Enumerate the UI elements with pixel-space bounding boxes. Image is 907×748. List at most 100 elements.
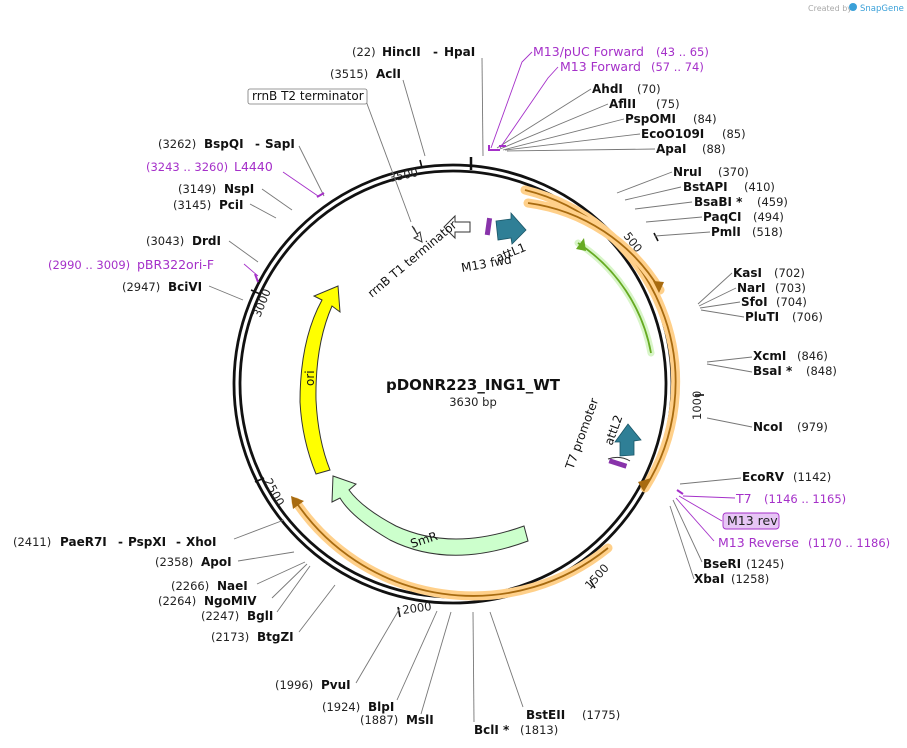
plasmid-name: pDONR223_ING1_WT [386,376,561,394]
site-naei[interactable]: NaeI [217,579,248,593]
orf-arc-2-arrowhead [653,281,664,293]
primer-range-t7: (1146 .. 1165) [764,492,846,506]
plasmid-length: 3630 bp [449,395,497,409]
site-labels-bottom: BstEII (1775) BclI * (1813) (1887) MslI … [275,678,620,737]
site-xcmi[interactable]: XcmI [753,349,786,363]
primer-m13-forward[interactable]: M13 Forward [560,59,641,74]
site-paqci[interactable]: PaqCI [703,210,741,224]
primer-range-m13-puc-forward: (43 .. 65) [656,45,709,59]
site-nari[interactable]: NarI [737,281,766,295]
site-paer7i[interactable]: PaeR7I [60,535,107,549]
primer-m13-rev-box[interactable] [722,512,780,530]
site-pos-psppomi: (84) [693,112,717,126]
primer-t7[interactable]: T7 [735,491,752,506]
site-msli[interactable]: MslI [406,713,434,727]
site-pos-ahdi: (70) [637,82,661,96]
site-bsai[interactable]: BsaI * [753,364,793,378]
tick-label-3500: 3500 [388,165,420,185]
site-pvui[interactable]: PvuI [321,678,351,692]
site-hincii[interactable]: HincII [382,45,421,59]
site-sfoi[interactable]: SfoI [741,295,768,309]
primer-leader-lines [243,51,736,542]
site-pos-bsabi: (459) [757,195,788,209]
site-kasi[interactable]: KasI [733,266,762,280]
rrnb-t1-label: rrnB T1 terminator [365,218,460,301]
primer-range-l4440: (3243 .. 3260) [146,160,228,174]
site-pos-ecorv: (1142) [793,470,831,484]
inner-orf-arc [577,242,652,354]
site-separator: - [433,45,438,59]
rrnb-t1-terminator-feature [443,214,471,240]
primer-pbr322ori-f[interactable]: pBR322ori-F [137,257,214,272]
site-btgzi[interactable]: BtgZI [257,630,294,644]
site-pos-xbai: (1258) [731,572,769,586]
site-bspqi[interactable]: BspQI [204,137,244,151]
site-apai[interactable]: ApaI [656,142,686,156]
site-ncoi[interactable]: NcoI [753,420,783,434]
tick-label-2500: 2500 [261,476,287,508]
site-pos-ncoi: (979) [797,420,828,434]
site-bcivi[interactable]: BciVI [168,280,202,294]
orf-arc-3-arrowhead [291,496,304,509]
site-ahdi[interactable]: AhdI [592,82,623,96]
site-hpai[interactable]: HpaI [444,45,475,59]
m13-rev-feature [608,458,628,469]
site-pmli[interactable]: PmlI [711,225,741,239]
site-labels-left: (2173) BtgZI (2247) BglI (2264) NgoMIV (… [13,137,295,644]
tick-marks [250,159,704,618]
m13-fwd-label: M13 fwd [460,252,513,275]
site-bgli[interactable]: BglI [247,609,273,623]
site-bseri[interactable]: BseRI [703,557,741,571]
primer-m13-reverse[interactable]: M13 Reverse [718,535,799,550]
site-pos-msli: (1887) [360,713,398,727]
primer-m13-rev: M13 rev [727,513,778,528]
site-pos-xcmi: (846) [797,349,828,363]
snapgene-logo-icon [849,3,857,11]
site-xbai[interactable]: XbaI [694,572,724,586]
site-acli[interactable]: AclI [376,67,401,81]
site-nspi[interactable]: NspI [224,182,254,196]
site-pcii[interactable]: PciI [219,198,244,212]
site-labels-top: (22) HincII - HpaI (3515) AclI rrnB T2 t… [247,45,475,105]
site-sapi[interactable]: SapI [265,137,295,151]
primer-l4440[interactable]: L4440 [234,159,273,174]
orf-arc-2 [527,202,661,291]
rrnb-t2-terminator-feature [411,225,423,243]
site-pos-bgli: (2247) [201,609,239,623]
site-pos-btgzi: (2173) [211,630,249,644]
site-drdi[interactable]: DrdI [192,234,221,248]
attl2-feature [614,423,642,457]
site-ecorv[interactable]: EcoRV [742,470,785,484]
site-ngomiv[interactable]: NgoMIV [204,594,257,608]
site-pos-apai: (88) [702,142,726,156]
inner-orf-arrowhead [576,238,586,251]
site-blpi[interactable]: BlpI [368,700,394,714]
orf-arc-1-arrowhead [638,478,651,492]
site-apoi[interactable]: ApoI [201,555,232,569]
site-pos-bsai: (848) [806,364,837,378]
site-pos-ecoo109i: (85) [722,127,746,141]
site-pos-pcii: (3145) [173,198,211,212]
site-pos-aflii: (75) [656,97,680,111]
site-aflii[interactable]: AflII [609,97,636,111]
site-bsteii[interactable]: BstEII [526,708,565,722]
site-leader-lines [208,57,753,723]
site-bsabi[interactable]: BsaBI * [694,195,743,209]
site-xhoi[interactable]: XhoI [186,535,217,549]
rrnb-t2-label-box [247,88,368,105]
orf-arc-1 [524,189,677,489]
site-nrui[interactable]: NruI [673,165,702,179]
site-bcli[interactable]: BclI * [474,723,510,737]
site-pos-bsteii: (1775) [582,708,620,722]
primer-range-m13-reverse: (1170 .. 1186) [808,536,890,550]
site-pspxi[interactable]: PspXI [128,535,166,549]
site-pos-bcli: (1813) [520,723,558,737]
site-pos-naei: (2266) [171,579,209,593]
site-pluti[interactable]: PluTI [745,310,779,324]
primer-m13-puc-forward[interactable]: M13/pUC Forward [533,44,644,59]
site-ecoo109i[interactable]: EcoO109I [641,127,704,141]
site-psppomi[interactable]: PspOMI [625,112,676,126]
site-bstapi[interactable]: BstAPI [683,180,728,194]
